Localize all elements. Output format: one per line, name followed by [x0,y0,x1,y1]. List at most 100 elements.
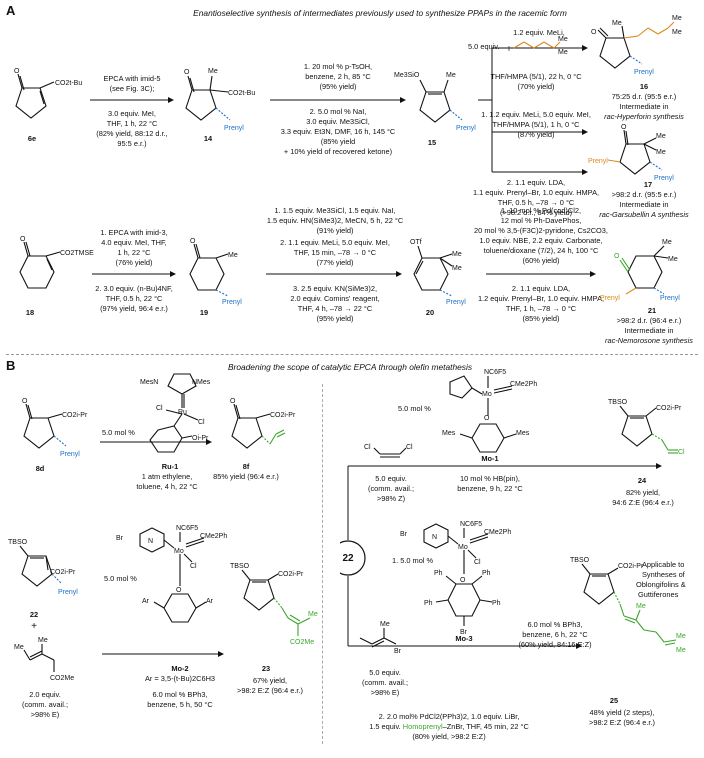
svg-text:Br: Br [394,648,402,655]
svg-text:CO2i-Pr: CO2i-Pr [656,405,682,412]
step-b2-2: 1.5 equiv. Homoprenyl–ZnBr, THF, 45 min,… [369,722,529,731]
svg-text:O: O [176,587,182,594]
svg-text:CO2i-Pr: CO2i-Pr [50,569,76,576]
step3-mid-1: THF/HMPA (5/1), 22 h, 0 °C [490,72,582,81]
svg-text:Prenyl: Prenyl [446,299,466,306]
reaction-arrow-b1 [100,439,212,445]
svg-text:NC6F5: NC6F5 [176,525,198,532]
ru-cond-1: 1 atm ethylene, [141,472,193,481]
label-20: 20 [425,308,435,317]
yield-25-2: >98:2 E:Z (96:4 e.r.) [589,718,655,727]
mo3-cond-1: 6.0 mol % BPh3, [527,620,583,629]
ru-cond-2: toluene, 4 h, 22 °C [136,482,198,491]
branch-22 [340,463,662,649]
label-17: 17 [643,180,653,189]
section-a-letter: A [6,3,16,18]
svg-text:Mo: Mo [482,391,492,398]
z-dichloroethene: Cl Cl [364,444,413,468]
mo2-cond-1: 6.0 mol % BPh3, [152,690,208,699]
step3-top-2: 5.0 equiv. [468,42,500,51]
label-16: 16 [639,82,649,91]
svg-text:TBSO: TBSO [570,557,590,564]
svg-text:Ph: Ph [424,600,433,607]
yield-8f: 85% yield (96:4 e.r.) [213,472,279,481]
label-mo3: Mo-3 [455,634,473,643]
section-divider [6,354,698,355]
svg-text:O: O [22,398,28,405]
svg-text:Cl: Cl [474,559,481,566]
structure-16: O Me Me Me Prenyl [591,15,682,76]
svg-text:MesN: MesN [140,379,158,386]
svg-text:Br: Br [116,535,124,542]
svg-text:O: O [591,29,597,36]
label-22: 22 [29,610,39,619]
svg-text:CO2i-Pr: CO2i-Pr [270,412,296,419]
label-22-circle: 22 [342,553,354,564]
yield-23-2: >98:2 E:Z (96:4 e.r.) [237,686,303,695]
structure-21: O Me Me Prenyl Prenyl [600,239,680,302]
structure-8f: O CO2i-Pr [230,398,296,470]
svg-text:TBSO: TBSO [8,539,28,546]
svg-text:Ru: Ru [178,409,187,416]
svg-text:Ar: Ar [142,598,150,605]
section-b-title: Broadening the scope of catalytic EPCA t… [227,362,473,372]
structure-8d: O CO2i-Pr Prenyl [22,398,88,458]
structure-15: Me3SiO Me Prenyl [394,72,476,132]
svg-text:CO2i-Pr: CO2i-Pr [62,412,88,419]
svg-text:Me: Me [676,647,686,654]
svg-text:Ph: Ph [492,600,501,607]
structure-14: O Me CO2t-Bu Prenyl [184,68,255,132]
label-18: 18 [25,308,35,317]
vinyl-bromide: Me Br [354,621,402,655]
svg-text:Me: Me [452,251,462,258]
svg-text:Me: Me [612,20,622,27]
label-21: 21 [647,306,657,315]
svg-text:Prenyl: Prenyl [634,69,654,76]
reaction-arrow-b2 [102,651,224,657]
svg-text:Me: Me [668,256,678,263]
structure-18: O CO2TMSE [6,236,94,306]
mo1-cond-2: benzene, 9 h, 22 °C [457,484,523,493]
svg-text:Cl: Cl [156,405,163,412]
svg-text:Prenyl: Prenyl [58,589,78,596]
label-25: 25 [609,696,619,705]
ester-label: CO2t-Bu [55,80,82,87]
svg-text:Cl: Cl [678,449,685,456]
svg-text:CO2t-Bu: CO2t-Bu [228,90,255,97]
svg-text:Cl: Cl [406,444,413,451]
svg-text:CMe2Ph: CMe2Ph [510,381,537,388]
reaction-arrow-4 [92,271,176,277]
catalyst-ru1: MesN NMes Ru Cl Cl Oi-Pr [140,370,211,462]
svg-text:Me: Me [208,68,218,75]
svg-text:CO2TMSE: CO2TMSE [60,250,94,257]
svg-text:Me: Me [672,29,682,36]
label-ru1: Ru-1 [161,462,179,471]
svg-text:O: O [20,236,26,243]
svg-text:Prenyl: Prenyl [588,158,608,165]
svg-text:CO2Me: CO2Me [50,675,74,682]
svg-text:Prenyl: Prenyl [60,451,80,458]
catalyst-mo1: Mo NC6F5 CMe2Ph O Mes Mes [442,369,537,484]
label-15: 15 [427,138,437,147]
ru-loading: 5.0 mol % [102,428,135,437]
svg-text:Mes: Mes [442,430,456,437]
svg-text:CMe2Ph: CMe2Ph [200,533,227,540]
svg-text:Mo: Mo [174,548,184,555]
yield-24-2: 94:6 Z:E (96:4 e.r.) [612,498,674,507]
label-mo1: Mo-1 [481,454,499,463]
label-8d: 8d [35,464,45,473]
svg-text:Me: Me [676,633,686,640]
structure-19: O Me Prenyl [180,238,242,306]
section-b-letter: B [6,358,16,373]
svg-text:Oi-Pr: Oi-Pr [192,435,209,442]
svg-text:CO2Me: CO2Me [290,639,314,646]
svg-text:Prenyl: Prenyl [660,295,680,302]
svg-text:Mo: Mo [458,544,468,551]
svg-text:Br: Br [460,629,468,636]
carbonyl-o: O [14,68,20,75]
yield-23-1: 67% yield, [252,676,288,685]
svg-text:O: O [460,577,466,584]
structure-24: TBSO CO2i-Pr Cl [608,399,685,456]
cond-line: EPCA with imid-5 [103,74,161,83]
methyl-ester-olefin: Me Me CO2Me [14,637,74,682]
